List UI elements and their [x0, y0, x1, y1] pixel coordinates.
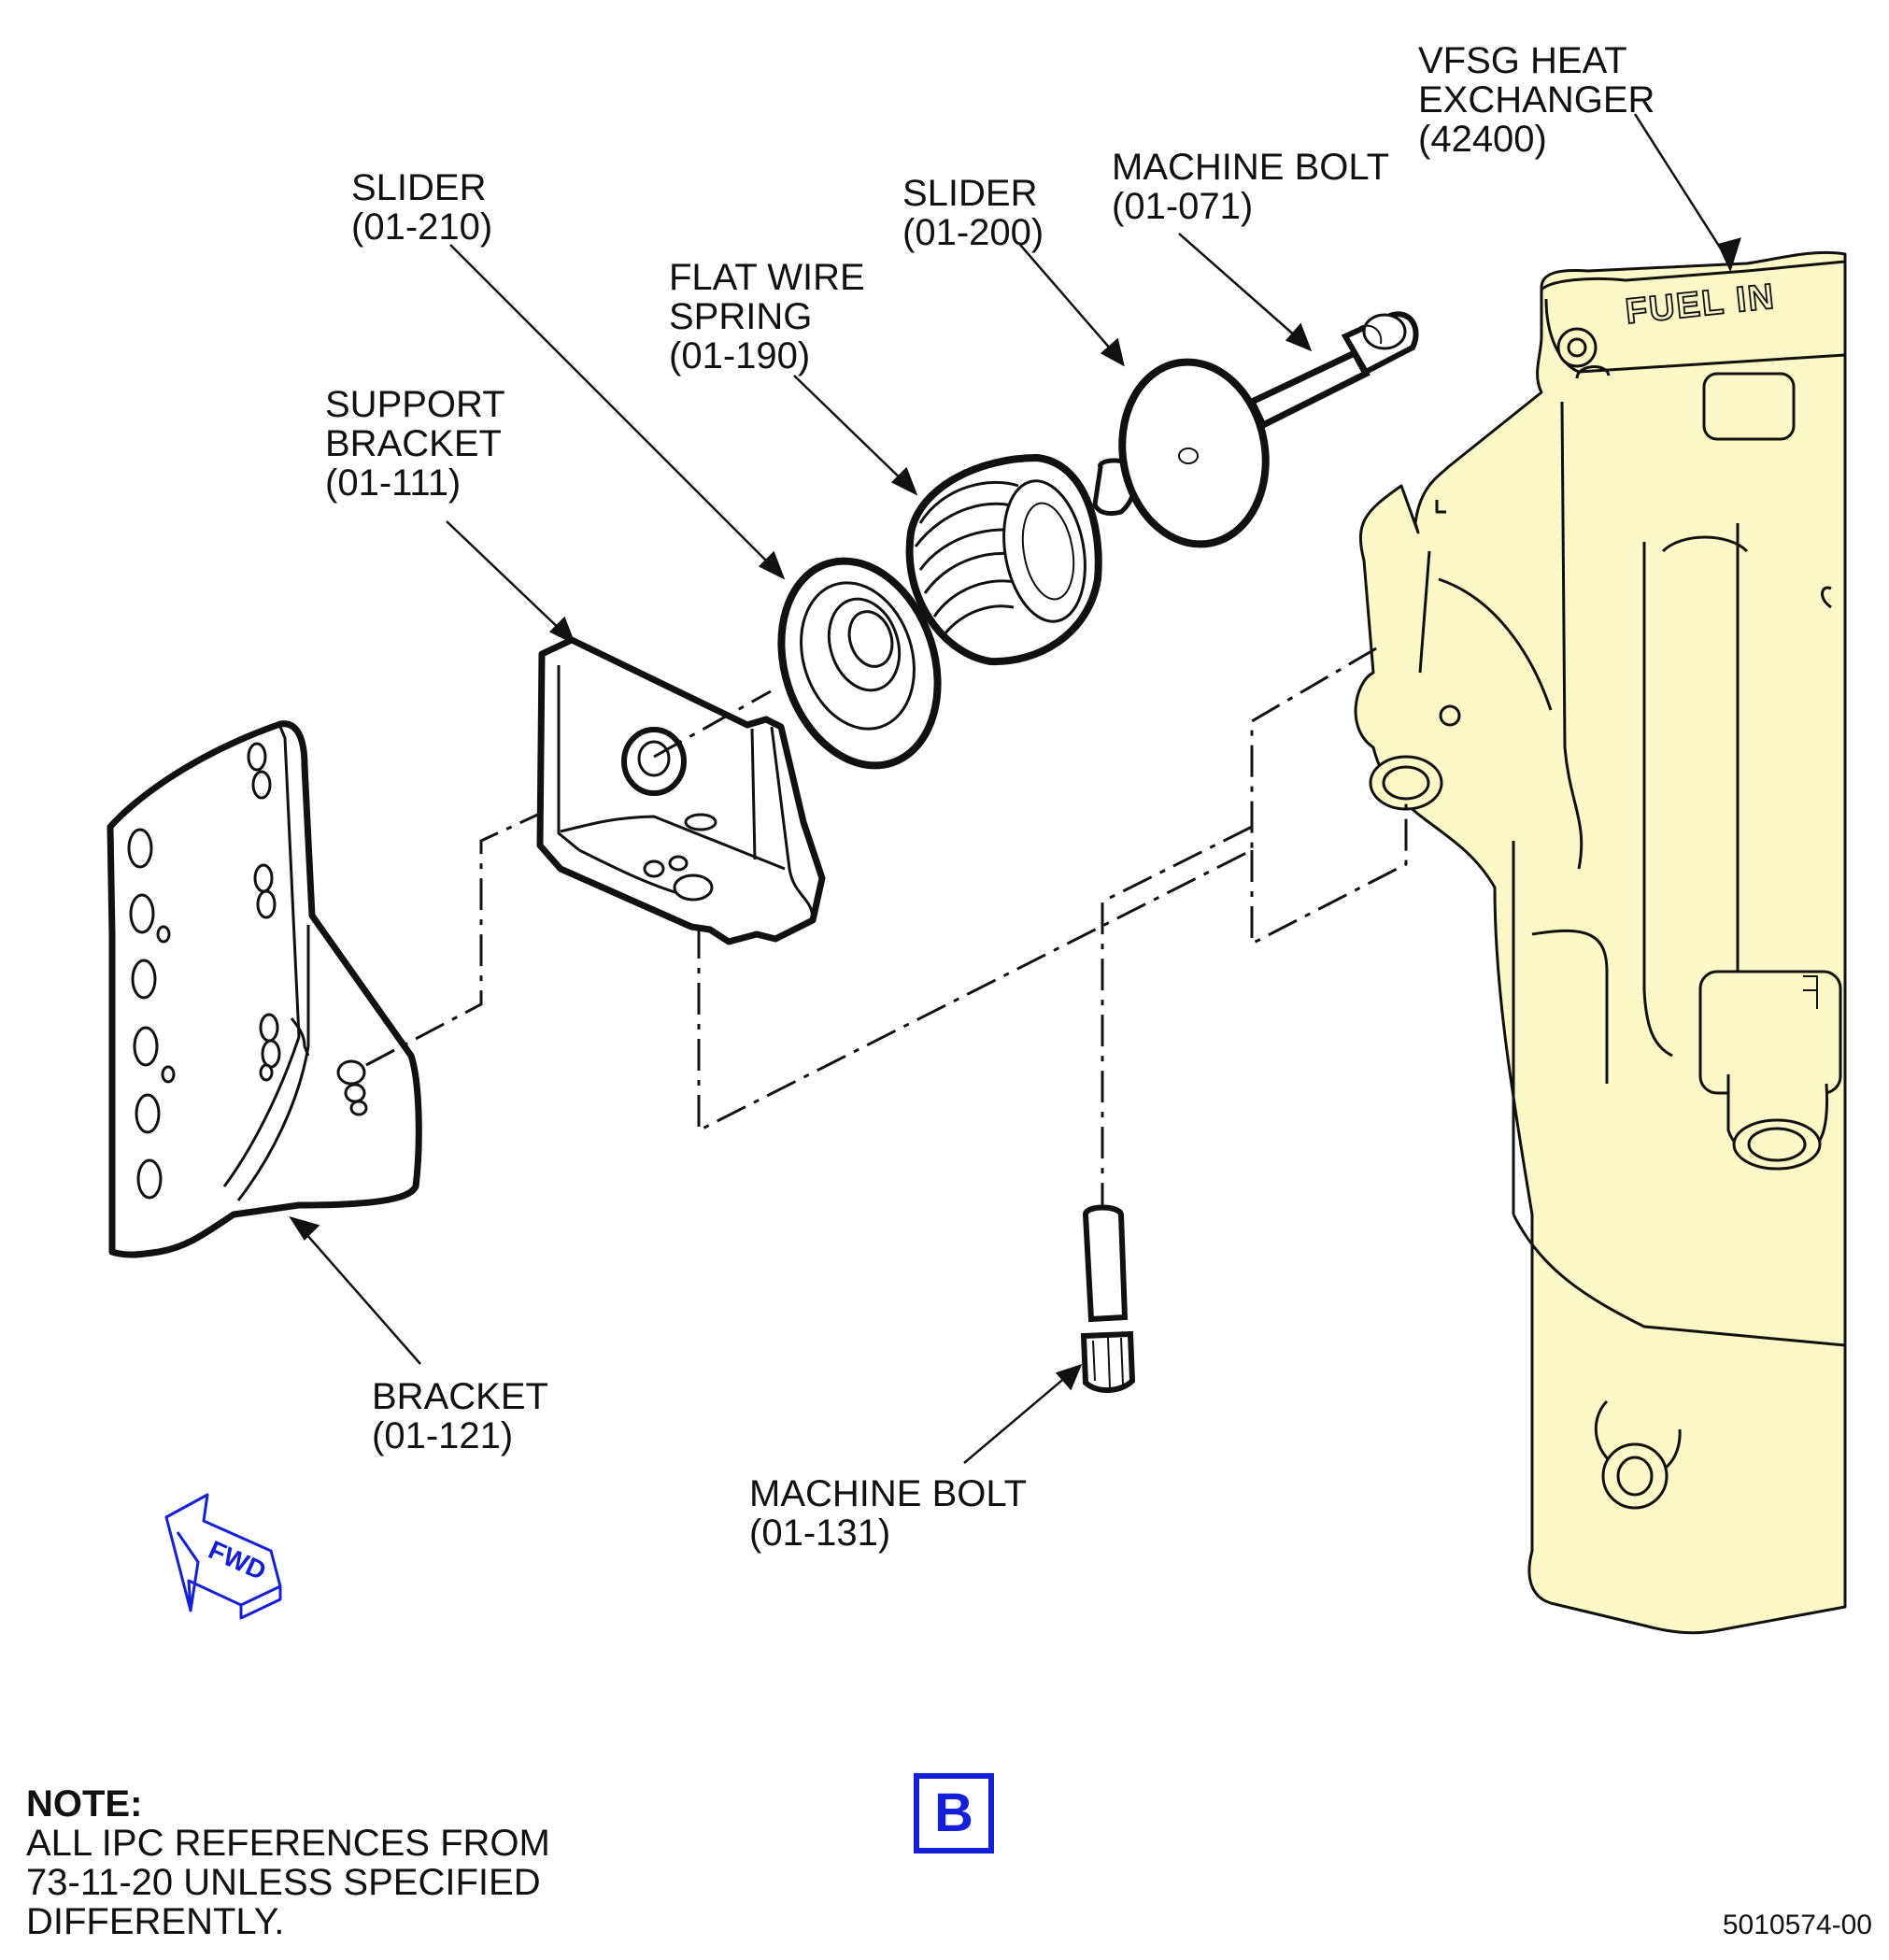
- callout-line: (01-210): [351, 206, 493, 248]
- callout-line: SUPPORT: [325, 384, 505, 425]
- callout-line: (01-131): [749, 1513, 891, 1554]
- note-block: NOTE: ALL IPC REFERENCES FROM 73-11-20 U…: [26, 1784, 550, 1941]
- note-line: 73-11-20 UNLESS SPECIFIED: [26, 1862, 541, 1903]
- callout-line: VFSG HEAT: [1418, 40, 1627, 81]
- note-line: DIFFERENTLY.: [26, 1901, 285, 1942]
- callout-heat-exchanger: VFSG HEAT EXCHANGER (42400): [1418, 41, 1655, 159]
- callout-line: (01-111): [325, 462, 462, 504]
- callout-slider-210: SLIDER (01-210): [351, 168, 492, 247]
- machine-bolt-131-part: [1080, 1204, 1136, 1393]
- heat-exchanger-housing: [1354, 250, 1847, 1635]
- machine-bolt-071-part: [1247, 311, 1419, 430]
- flat-wire-spring-part: [905, 453, 1102, 666]
- note-heading: NOTE:: [26, 1783, 143, 1825]
- callout-line: EXCHANGER: [1418, 79, 1655, 121]
- fwd-arrow-icon: FWD: [164, 1493, 282, 1620]
- note-line: ALL IPC REFERENCES FROM: [26, 1823, 550, 1864]
- callout-support-bracket: SUPPORT BRACKET (01-111): [325, 385, 505, 503]
- callout-machine-bolt-071: MACHINE BOLT (01-071): [1112, 148, 1389, 226]
- callout-line: (01-121): [372, 1415, 514, 1456]
- drawing-number: 5010574-00: [1722, 1910, 1872, 1940]
- leader-lines: [289, 113, 1741, 1464]
- view-label-box: B: [914, 1773, 994, 1853]
- callout-machine-bolt-131: MACHINE BOLT (01-131): [749, 1474, 1027, 1553]
- slider-210-part: [777, 557, 942, 770]
- callout-flat-wire-spring: FLAT WIRE SPRING (01-190): [669, 258, 865, 376]
- callout-line: (42400): [1418, 119, 1547, 160]
- callout-line: SLIDER: [351, 167, 487, 208]
- callout-bracket: BRACKET (01-121): [372, 1377, 548, 1456]
- callout-line: (01-200): [902, 212, 1044, 253]
- callout-line: SLIDER: [902, 173, 1038, 214]
- callout-line: BRACKET: [372, 1376, 548, 1417]
- callout-slider-200: SLIDER (01-200): [902, 174, 1044, 252]
- callout-line: MACHINE BOLT: [749, 1473, 1028, 1514]
- callout-line: FLAT WIRE: [669, 257, 865, 298]
- bracket-part: [107, 720, 422, 1258]
- callout-line: (01-190): [669, 335, 811, 376]
- assembly-lines: [365, 643, 1408, 1205]
- callout-line: BRACKET: [325, 423, 502, 464]
- slider-200-part: [1092, 358, 1270, 548]
- support-bracket-part: [536, 636, 826, 945]
- callout-line: SPRING: [669, 296, 813, 337]
- callout-line: (01-071): [1112, 186, 1254, 227]
- view-label: B: [934, 1782, 973, 1843]
- callout-line: MACHINE BOLT: [1112, 147, 1390, 188]
